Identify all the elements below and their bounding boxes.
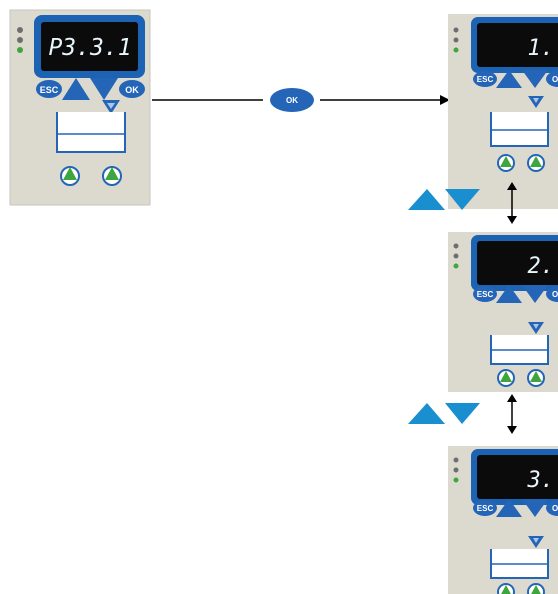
display-readout: 3.: [527, 468, 555, 493]
esc-button-label: ESC: [40, 85, 59, 95]
ok-button-label: OK: [125, 85, 139, 95]
tank-outline: [56, 112, 126, 153]
esc-button-label: ESC: [477, 504, 494, 513]
esc-button[interactable]: [473, 500, 497, 516]
ok-action-badge: [270, 88, 314, 112]
down-arrow-icon: [445, 189, 480, 210]
ok-button-label: OK: [552, 75, 558, 84]
controller-panel-main: P3.3.1 ESC OK: [9, 9, 151, 206]
esc-button[interactable]: [473, 71, 497, 87]
ok-button[interactable]: [546, 286, 558, 302]
up-arrow-icon: [408, 403, 445, 424]
status-led-1: [17, 27, 23, 33]
up-arrow-icon[interactable]: [62, 78, 90, 100]
esc-button[interactable]: [473, 286, 497, 302]
arrow-head-icon: [440, 95, 450, 105]
display-readout: P3.3.1: [48, 35, 131, 61]
up-arrow-icon: [408, 189, 445, 210]
up-arrow-icon[interactable]: [496, 70, 522, 88]
status-led-2: [17, 37, 23, 43]
double-headed-arrow-icon: [507, 182, 517, 224]
pump-2-icon: [102, 166, 122, 186]
double-headed-arrow-icon: [507, 394, 517, 434]
status-led-3: [17, 47, 23, 53]
up-arrow-icon[interactable]: [496, 499, 522, 517]
ok-button[interactable]: [546, 500, 558, 516]
controller-panel-step-1: 1. ESC OK: [448, 14, 558, 209]
down-arrow-icon[interactable]: [90, 78, 118, 100]
controller-panel-step-3: 3. ESC OK: [448, 446, 558, 594]
down-arrow-icon: [445, 403, 480, 424]
esc-button[interactable]: [36, 80, 62, 98]
ok-button-label: OK: [552, 504, 558, 513]
display-screen: [41, 22, 138, 71]
display-readout: 1.: [528, 36, 555, 61]
esc-button-label: ESC: [477, 290, 494, 299]
ok-button-label: OK: [552, 290, 558, 299]
ok-action-label: OK: [286, 96, 298, 105]
display-readout: 2.: [528, 254, 555, 279]
ok-button[interactable]: [119, 80, 145, 98]
down-arrow-icon[interactable]: [522, 285, 548, 303]
ok-button[interactable]: [546, 71, 558, 87]
down-arrow-icon[interactable]: [522, 70, 548, 88]
up-arrow-icon[interactable]: [496, 285, 522, 303]
esc-button-label: ESC: [477, 75, 494, 84]
down-arrow-icon[interactable]: [522, 499, 548, 517]
pump-1-icon: [60, 166, 80, 186]
controller-panel-step-2: 2. ESC OK: [448, 232, 558, 392]
